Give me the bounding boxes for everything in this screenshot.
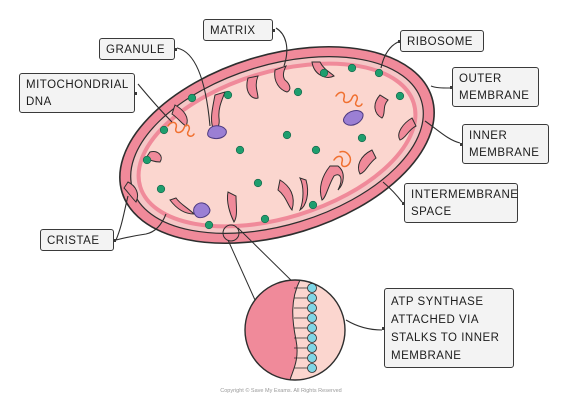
granule-group — [193, 110, 364, 219]
ribosome — [156, 184, 166, 194]
mitochondrial-dna — [333, 150, 352, 168]
atp-leader — [345, 319, 383, 331]
cristae-leader-2 — [115, 195, 129, 241]
atp-synthase — [307, 353, 317, 363]
label-cristae: CRISTAE — [40, 229, 116, 251]
ribosome-leader — [380, 41, 399, 69]
atp-synthase — [307, 333, 317, 343]
matrix-leader — [275, 27, 288, 67]
leader-lines — [115, 27, 461, 331]
granule — [342, 110, 364, 126]
zoom-origin — [222, 224, 240, 242]
granule-leader — [176, 47, 211, 127]
atp-synthase-heads — [307, 283, 317, 373]
inner-membrane-leader — [424, 120, 461, 144]
mitochondrial-dna — [167, 121, 195, 137]
granule — [207, 125, 227, 139]
ribosome — [159, 125, 169, 135]
atp-synthase — [307, 323, 317, 333]
ribosome — [395, 91, 405, 101]
ribosome — [235, 145, 245, 155]
mitochondrial-dna-group — [167, 91, 363, 168]
ribosome — [374, 68, 384, 78]
ribosome — [282, 130, 292, 140]
label-mitochondrial-dna: MITOCHONDRIAL DNA — [19, 73, 137, 113]
ribosome — [253, 178, 263, 188]
mtdna-leader — [137, 83, 173, 123]
mitochondrial-dna — [335, 91, 363, 107]
ribosome — [142, 155, 152, 165]
ribosome — [319, 68, 329, 78]
ribosome — [204, 220, 214, 230]
copyright-text: Copyright © Save My Exams. All Rights Re… — [220, 388, 342, 394]
ribosome — [260, 214, 270, 224]
ribosome — [357, 133, 367, 143]
atp-synthase — [307, 303, 317, 313]
atp-stalks — [294, 287, 308, 369]
label-inner-membrane: INNER MEMBRANE — [460, 124, 549, 164]
atp-synthase — [307, 313, 317, 323]
magnified-inset — [245, 280, 345, 380]
atp-synthase — [307, 363, 317, 373]
label-intermembrane-space: INTERMEMBRANE SPACE — [402, 183, 518, 223]
label-outer-membrane: OUTER MEMBRANE — [450, 67, 539, 107]
ribosome-group — [142, 63, 405, 230]
magnified-inset-border — [244, 279, 346, 381]
atp-synthase — [307, 343, 317, 353]
granule — [193, 202, 211, 219]
ribosome — [311, 145, 321, 155]
outer-membrane-leader — [430, 85, 451, 89]
intermembrane-leader — [382, 181, 403, 203]
cristae-leader — [115, 213, 167, 241]
label-ribosome: RIBOSOME — [398, 30, 484, 52]
ribosome — [293, 87, 303, 97]
label-granule: GRANULE — [99, 38, 177, 60]
label-matrix: MATRIX — [203, 19, 275, 41]
label-atp-synthase: ATP SYNTHASE ATTACHED VIA STALKS TO INNE… — [382, 288, 514, 368]
ribosome — [187, 93, 197, 103]
ribosome — [308, 200, 318, 210]
ribosome — [347, 63, 357, 73]
ribosome — [223, 90, 233, 100]
atp-synthase — [307, 293, 317, 303]
